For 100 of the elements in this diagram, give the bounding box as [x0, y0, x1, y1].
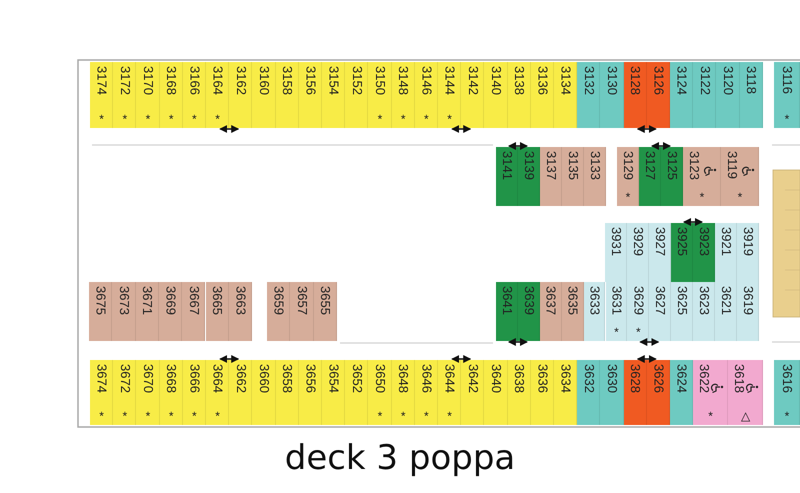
- cabin-number: 3128: [628, 66, 642, 95]
- cabin-number: 3655: [318, 286, 332, 315]
- cabin-number: 3672: [118, 364, 132, 393]
- cabin-number: 3174: [94, 66, 109, 95]
- cabin-number: 3616: [780, 364, 794, 393]
- connecting-door-arrow: [636, 125, 657, 133]
- cabin: [345, 62, 368, 128]
- cabin-number: 3638: [512, 364, 526, 393]
- cabin: [267, 282, 290, 341]
- cabin-number: 3927: [653, 227, 667, 256]
- cabin-number: 3123: [687, 151, 701, 180]
- cabin-number: 3633: [588, 286, 602, 315]
- cabin-number: 3629: [631, 286, 646, 315]
- cabin-number: 3120: [720, 66, 735, 95]
- cabin-number: 3135: [566, 151, 580, 180]
- cabin-mark: *: [624, 191, 632, 203]
- cabin-number: 3652: [350, 364, 364, 393]
- cabin-mark: *: [376, 410, 384, 422]
- cabin-number: 3166: [187, 66, 202, 95]
- cabin-number: 3673: [116, 286, 131, 315]
- cabin-number: 3136: [535, 66, 550, 95]
- cabin: [600, 62, 624, 128]
- cabin: [540, 147, 562, 206]
- cabin-number: 3148: [396, 66, 410, 95]
- cabin: [298, 360, 322, 425]
- cabin: [584, 282, 606, 341]
- cabin: [693, 223, 715, 282]
- connecting-door-arrow: [219, 355, 240, 363]
- cabin: [345, 360, 368, 425]
- cabin: [577, 62, 600, 128]
- cabin-number: 3124: [674, 66, 689, 95]
- cabin: [496, 147, 518, 206]
- connecting-door-arrow: [508, 338, 528, 346]
- connecting-door-arrow: [636, 355, 657, 363]
- cabin-number: 3923: [697, 227, 711, 256]
- cabin-mark: *: [376, 113, 384, 125]
- cabin: [627, 282, 650, 341]
- cabin: [461, 62, 484, 128]
- cabin: [683, 147, 721, 206]
- cabin-number: 3631: [609, 286, 624, 315]
- cabin: [252, 62, 276, 128]
- cabin-number: 3162: [234, 66, 248, 95]
- cabin-mark: *: [446, 113, 453, 125]
- cabin: [721, 147, 759, 206]
- cabin-number: 3921: [719, 227, 733, 256]
- cabin-number: 3668: [164, 364, 178, 393]
- cabin: [774, 360, 800, 425]
- cabin: [736, 282, 759, 341]
- cabin: [715, 282, 737, 341]
- cabin-number: 3626: [651, 364, 666, 393]
- cabin: [600, 360, 624, 425]
- cabin: [206, 282, 229, 341]
- cabin-number: 3140: [488, 66, 503, 95]
- cabin-number: 3675: [94, 286, 108, 315]
- cabin: [206, 360, 230, 425]
- cabin: [584, 147, 606, 206]
- cabin-number: 3119: [725, 151, 739, 179]
- cabin: [496, 282, 518, 341]
- cabin-mark: △: [740, 410, 751, 422]
- cabin: [484, 62, 508, 128]
- cabin: [438, 62, 462, 128]
- cabin-number: 3118: [744, 66, 758, 94]
- cabin: [368, 62, 392, 128]
- cabin-mark: *: [634, 326, 642, 338]
- cabin-mark: *: [400, 410, 407, 422]
- cabin: [606, 282, 628, 341]
- cabin-number: 3660: [256, 364, 271, 393]
- cabin: [774, 62, 800, 128]
- cabin-number: 3639: [522, 286, 536, 315]
- connecting-door-arrow: [508, 142, 528, 150]
- cabin-mark: *: [446, 410, 453, 422]
- cabin-number: 3657: [294, 286, 309, 315]
- cabin: [113, 62, 136, 128]
- cabin-number: 3133: [588, 151, 602, 180]
- cabin: [693, 282, 715, 341]
- cabin-number: 3919: [741, 227, 755, 256]
- cabin-number: 3623: [697, 286, 712, 315]
- cabin: [113, 360, 136, 425]
- cabin-number: 3628: [628, 364, 642, 393]
- connecting-door-arrow: [651, 142, 671, 150]
- cabin: [322, 62, 346, 128]
- cabin-number: 3670: [140, 364, 155, 393]
- cabin-number: 3666: [187, 364, 202, 393]
- cabin-mark: *: [191, 113, 198, 125]
- cabin: [89, 282, 112, 341]
- cabin-number: 3659: [272, 286, 286, 315]
- cabin: [228, 282, 252, 341]
- connecting-door-arrow: [451, 355, 472, 363]
- cabin-number: 3132: [582, 66, 596, 95]
- connecting-door-arrow: [639, 338, 660, 346]
- cabin: [649, 282, 672, 341]
- cabin-number: 3654: [326, 364, 341, 393]
- cabin: [715, 223, 737, 282]
- cabin-mark: *: [191, 410, 198, 422]
- cabin-mark: *: [168, 410, 175, 422]
- cabin-mark: *: [121, 410, 128, 422]
- cabin-number: 3141: [500, 151, 514, 180]
- cabin: [90, 360, 114, 425]
- cabin: [716, 62, 740, 128]
- cabin-number: 3116: [780, 66, 794, 94]
